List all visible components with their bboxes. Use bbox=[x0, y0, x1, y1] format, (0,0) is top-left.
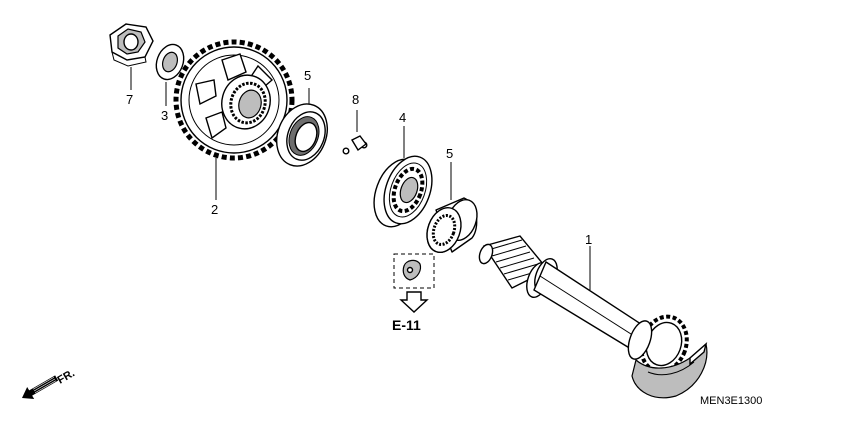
circlip-8[interactable] bbox=[324, 135, 376, 198]
reference-label[interactable]: E-11 bbox=[392, 317, 421, 333]
part-number-7: 7 bbox=[126, 92, 133, 107]
washer-3[interactable] bbox=[152, 41, 189, 84]
part-number-5: 5 bbox=[446, 146, 453, 161]
nut-7[interactable] bbox=[109, 23, 154, 67]
part-number-4: 4 bbox=[399, 110, 406, 125]
part-number-1: 1 bbox=[585, 232, 592, 247]
front-direction-arrow-icon bbox=[22, 375, 59, 400]
oil-seal-6[interactable] bbox=[268, 96, 336, 173]
idle-gear-2[interactable] bbox=[173, 39, 295, 161]
kickstarter-spindle-1[interactable] bbox=[477, 235, 708, 399]
ball-bearing-4[interactable] bbox=[365, 150, 440, 234]
part-number-2: 2 bbox=[211, 202, 218, 217]
diagram-code: MEN3E1300 bbox=[700, 395, 762, 407]
needle-bearing-5[interactable] bbox=[421, 195, 482, 257]
reference-arrow-icon bbox=[399, 291, 429, 313]
part-number-6: 5 bbox=[304, 68, 311, 83]
reference-box bbox=[393, 253, 435, 289]
part-number-8: 8 bbox=[352, 92, 359, 107]
front-direction-label: FR. bbox=[56, 367, 77, 386]
part-number-3: 3 bbox=[161, 108, 168, 123]
